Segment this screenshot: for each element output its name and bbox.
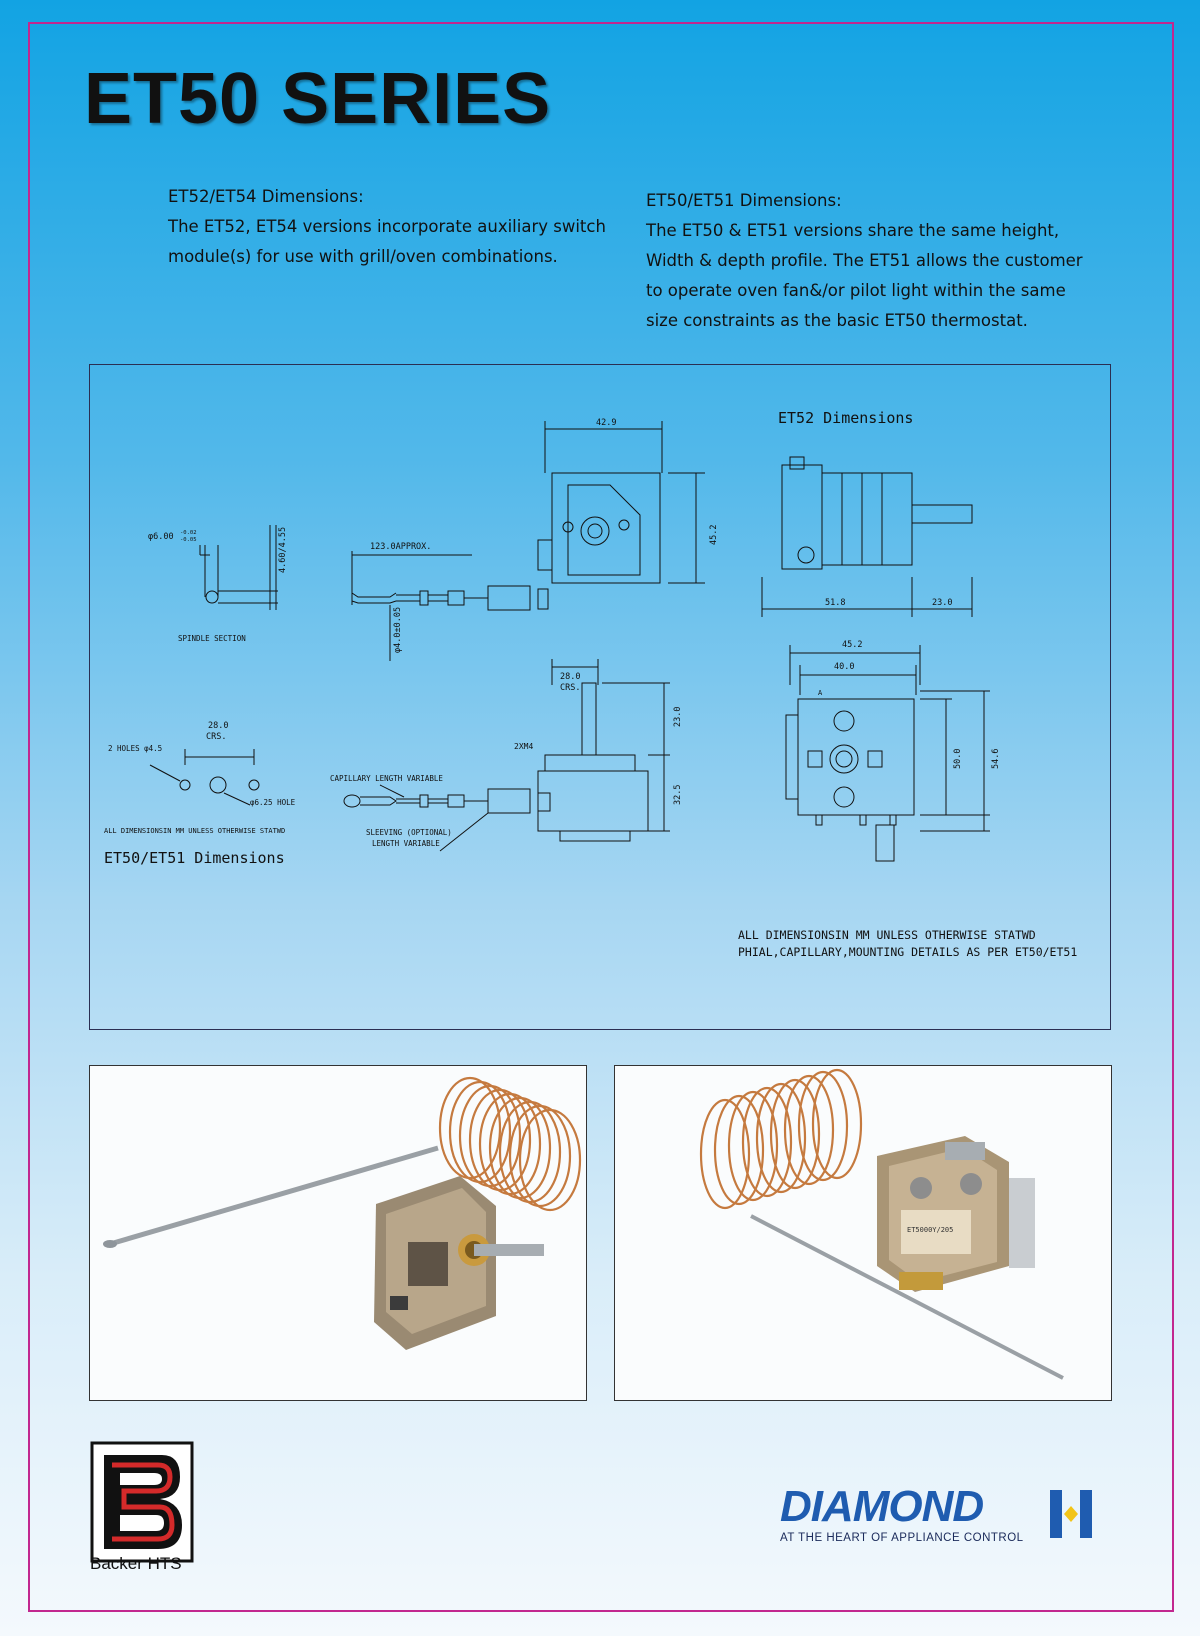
hole-6-25-label: φ6.25 HOLE [250,798,296,807]
et52-description-line: module(s) for use with grill/oven combin… [168,247,558,266]
backer-hts-logo [90,1441,194,1563]
dim-51-8-label: 51.8 [825,598,845,608]
et50-description-heading: ET50/ET51 Dimensions: [646,191,842,210]
page-title: ET50 SERIES [84,59,552,139]
et52-description: ET52/ET54 Dimensions: The ET52, ET54 ver… [168,182,618,272]
approx-length-label: 123.0APPROX. [370,542,431,552]
phial-capillary-drawing-top [351,551,549,661]
front-45-2-label: 45.2 [842,640,862,650]
diamond-tagline: AT THE HEART OF APPLIANCE CONTROL [780,1532,1024,1544]
holes-crs-unit: CRS. [206,732,226,742]
holes-crs-value: 28.0 [208,721,228,731]
thermostat-side-drawing-bottom [537,659,670,842]
dimension-drawing-panel: ET52 Dimensions ET50/ET51 Dimensions φ6.… [89,364,1111,1030]
sleeving-label-2: LENGTH VARIABLE [372,839,440,848]
front-40-0-label: 40.0 [834,662,854,672]
spindle-tolerance-top: -0.02 [180,530,197,536]
front-mark-label: A [818,689,823,697]
phial-diameter-label: φ4.0±0.05 [393,607,403,653]
dim-23-0-side-label: 23.0 [673,707,683,727]
dimension-drawing: ET52 Dimensions ET50/ET51 Dimensions φ6.… [104,409,1077,959]
front-54-6-label: 54.6 [991,749,1001,769]
small-note-label: ALL DIMENSIONSIN MM UNLESS OTHERWISE STA… [104,827,285,835]
spindle-section-drawing [199,525,278,610]
drawing-labels: ET52 Dimensions ET50/ET51 Dimensions φ6.… [104,409,1077,959]
product-photo-rear [89,1065,587,1401]
thermostat-photo-front-illustration: ET5000Y/205 [699,1068,1064,1380]
sleeving-label-1: SLEEVING (OPTIONAL) [366,828,452,837]
spindle-section-label: SPINDLE SECTION [178,634,246,643]
et50-description-line: size constraints as the basic ET50 therm… [646,311,1028,330]
height-45-2-label: 45.2 [709,525,719,545]
dim-32-5-label: 32.5 [673,785,683,805]
et52-side-drawing [761,456,973,617]
note-line-2: PHIAL,CAPILLARY,MOUNTING DETAILS AS PER … [738,945,1077,959]
thermostat-photo-rear-illustration [103,1076,582,1350]
spindle-flat-label: 4.60/4.55 [278,527,288,573]
et52-description-heading: ET52/ET54 Dimensions: [168,187,364,206]
spindle-diameter-label: φ6.00 [148,532,174,542]
note-line-1: ALL DIMENSIONSIN MM UNLESS OTHERWISE STA… [738,928,1036,942]
mounting-holes-drawing [149,749,260,806]
et50-description: ET50/ET51 Dimensions: The ET50 & ET51 ve… [646,186,1106,336]
diamond-h-mark-icon [1050,1490,1092,1538]
thread-label: 2XM4 [514,742,533,751]
et50-et51-dimensions-label: ET50/ET51 Dimensions [104,849,285,867]
et50-description-line: The ET50 & ET51 versions share the same … [646,221,1060,240]
dim-23-0-top-label: 23.0 [932,598,952,608]
width-42-9-label: 42.9 [596,418,616,428]
thermostat-side-drawing-top [537,421,705,584]
et50-description-line: to operate oven fan&/or pilot light with… [646,281,1066,300]
et52-description-line: The ET52, ET54 versions incorporate auxi… [168,217,606,236]
thermostat-marking-label: ET5000Y/205 [907,1226,953,1234]
thermostat-front-drawing [785,645,990,862]
two-holes-label: 2 HOLES φ4.5 [108,744,162,753]
diamond-logo-text: DIAMOND [780,1482,984,1531]
side-crs-value: 28.0 [560,672,580,682]
et52-dimensions-label: ET52 Dimensions [778,409,913,427]
page-border [28,22,1174,1612]
side-crs-unit: CRS. [560,683,580,693]
spindle-tolerance-bottom: -0.05 [180,537,197,543]
product-photo-front: ET5000Y/205 [614,1065,1112,1401]
capillary-label: CAPILLARY LENGTH VARIABLE [330,774,443,783]
et50-description-line: Width & depth profile. The ET51 allows t… [646,251,1083,270]
backer-hts-name: Backer HTS [90,1554,182,1573]
front-50-0-label: 50.0 [953,749,963,769]
phial-capillary-drawing-side [343,784,551,852]
